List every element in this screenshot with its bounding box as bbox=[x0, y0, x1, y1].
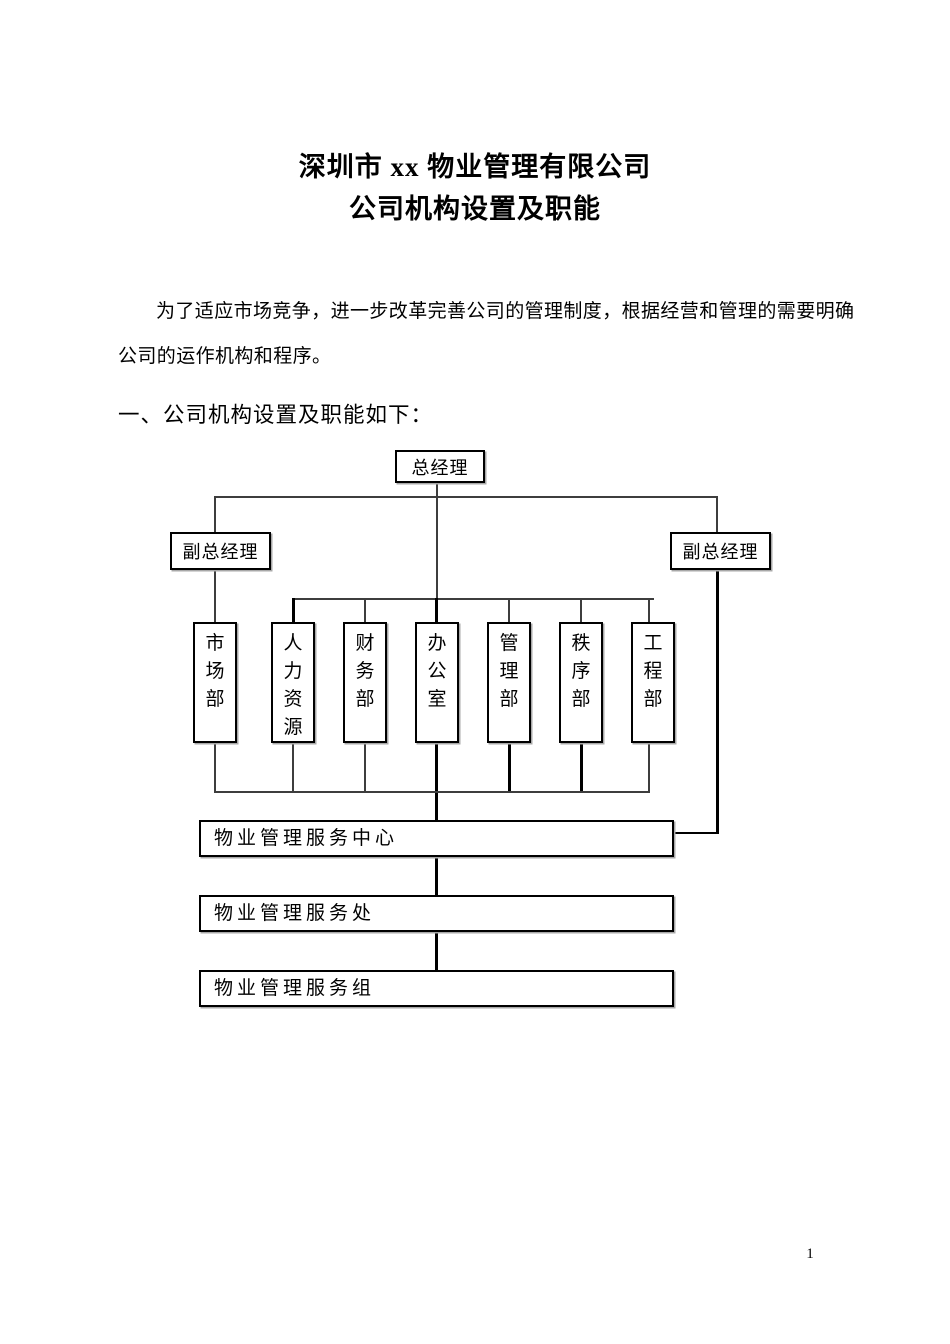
dept-box-human-resources-label: 人力资源 bbox=[283, 633, 303, 738]
connector-dept-drop-4 bbox=[435, 598, 438, 622]
connector-dept-bottom-drop-1 bbox=[214, 743, 216, 793]
box-deputy-manager-left-label: 副总经理 bbox=[182, 542, 259, 562]
box-service-office: 物业管理服务处 bbox=[199, 895, 674, 932]
dept-box-management: 管理部 bbox=[487, 622, 531, 743]
connector-center-to-office bbox=[435, 857, 438, 897]
box-service-center: 物业管理服务中心 bbox=[199, 820, 674, 857]
dept-box-order: 秩序部 bbox=[559, 622, 603, 743]
connector-dept-bottom-drop-7 bbox=[648, 743, 650, 793]
connector-dept-bottom-drop-3 bbox=[364, 743, 366, 793]
box-deputy-manager-left: 副总经理 bbox=[170, 532, 271, 570]
dept-box-order-label: 秩序部 bbox=[571, 633, 591, 710]
dept-box-human-resources: 人力资源 bbox=[271, 622, 315, 743]
dept-box-finance: 财务部 bbox=[343, 622, 387, 743]
connector-left-deputy-lower bbox=[214, 569, 216, 622]
connector-dept-drop-3 bbox=[364, 598, 366, 622]
connector-dept-bottom-drop-5 bbox=[508, 743, 511, 793]
connector-dept-bottom-drop-2 bbox=[292, 743, 294, 793]
connector-dept-drop-2 bbox=[292, 598, 295, 622]
dept-box-office: 办公室 bbox=[415, 622, 459, 743]
dept-box-market: 市场部 bbox=[193, 622, 237, 743]
connector-office-to-group bbox=[435, 932, 438, 971]
box-deputy-manager-right-label: 副总经理 bbox=[682, 542, 759, 562]
box-general-manager-label: 总经理 bbox=[411, 457, 469, 478]
connector-top-horizontal bbox=[214, 496, 718, 498]
dept-box-management-label: 管理部 bbox=[499, 633, 519, 710]
box-deputy-manager-right: 副总经理 bbox=[670, 532, 771, 570]
box-general-manager: 总经理 bbox=[395, 450, 485, 483]
connector-dept-drop-5 bbox=[508, 598, 510, 622]
intro-paragraph-line1: 为了适应市场竞争，进一步改革完善公司的管理制度，根据经营和管理的需要明确 bbox=[156, 301, 855, 322]
connector-right-deputy-upper bbox=[716, 497, 718, 533]
document-title-line1: 深圳市 xx 物业管理有限公司 bbox=[298, 152, 652, 182]
intro-paragraph-line2: 公司的运作机构和程序。 bbox=[118, 346, 332, 367]
dept-box-office-label: 办公室 bbox=[427, 633, 447, 710]
dept-box-finance-label: 财务部 bbox=[355, 633, 375, 710]
page-number: 1 bbox=[806, 1246, 814, 1262]
connector-dept-drop-7 bbox=[648, 598, 650, 622]
connector-dept-bottom-drop-6 bbox=[580, 743, 583, 793]
dept-box-engineering: 工程部 bbox=[631, 622, 675, 743]
document-title-line2: 公司机构设置及职能 bbox=[349, 194, 601, 224]
connector-left-deputy-upper bbox=[214, 497, 216, 533]
connector-trunk-to-center bbox=[435, 793, 438, 822]
dept-box-market-label: 市场部 bbox=[205, 633, 225, 710]
connector-dept-bottom-drop-4 bbox=[435, 743, 438, 793]
box-service-group: 物业管理服务组 bbox=[199, 970, 674, 1007]
connector-bottom-horizontal bbox=[214, 791, 650, 793]
connector-dept-drop-6 bbox=[580, 598, 582, 622]
section-heading: 一、公司机构设置及职能如下： bbox=[118, 403, 434, 427]
connector-trunk-root bbox=[436, 483, 438, 600]
connector-right-elbow bbox=[675, 832, 719, 834]
connector-dept-top-horizontal bbox=[292, 598, 654, 600]
dept-box-engineering-label: 工程部 bbox=[643, 633, 663, 710]
connector-right-deputy-long bbox=[716, 569, 719, 834]
